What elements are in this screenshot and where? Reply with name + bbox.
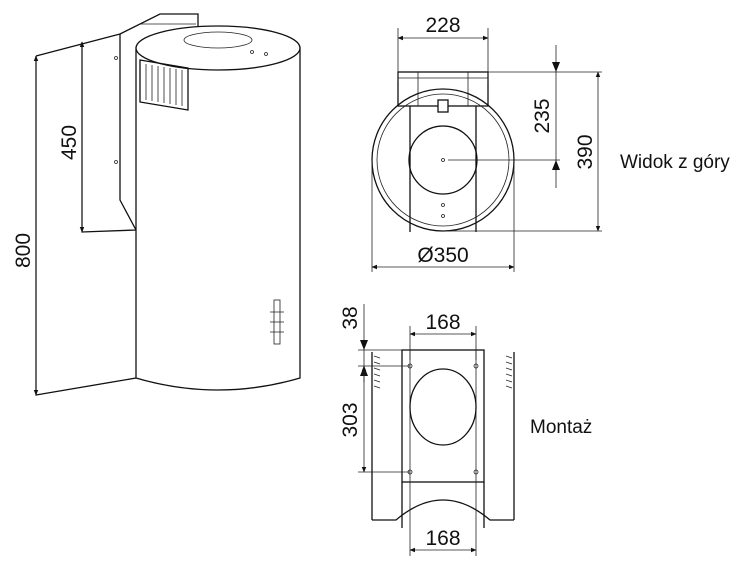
top-view-label: Widok z góry [620,152,730,173]
dim-top-width: 228 [425,14,460,37]
dim-diameter: Ø350 [417,244,468,267]
dim-mount-top-width: 168 [425,311,460,334]
vent-grille [139,59,189,111]
dim-total-height: 800 [12,233,35,268]
mounting-label: Montaż [530,417,592,438]
dim-mount-height: 303 [339,402,362,437]
mounting-view: 168 38 303 168 Montaż [339,304,592,556]
dim-top-depth-235: 235 [531,98,554,133]
dim-chimney-height: 450 [58,125,81,160]
top-view: 228 235 390 Ø350 Widok z góry [371,14,730,272]
dim-mount-bottom-width: 168 [425,527,460,550]
side-view: 800 450 [12,13,301,396]
dim-top-depth-390: 390 [574,134,597,169]
dim-mount-top-offset: 38 [339,306,362,329]
control-buttons [270,299,284,345]
